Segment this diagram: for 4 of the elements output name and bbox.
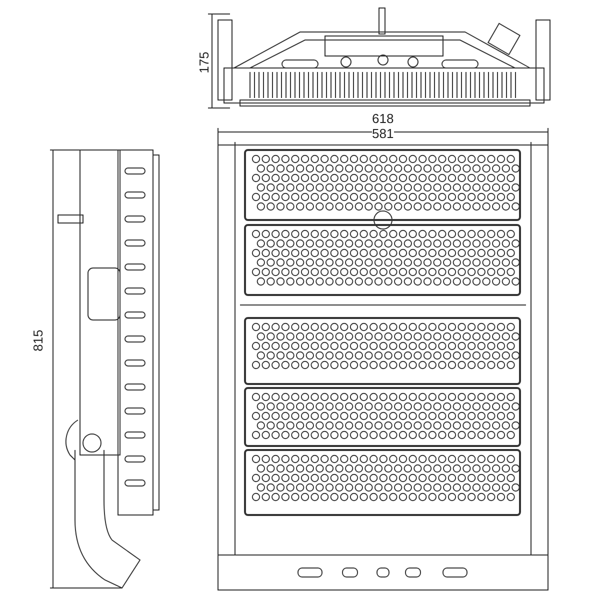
dimension-label: 618 xyxy=(372,112,394,124)
dimension-label: 175 xyxy=(197,51,210,73)
dimension-label: 581 xyxy=(372,126,394,140)
dimension-label: 815 xyxy=(31,329,44,351)
